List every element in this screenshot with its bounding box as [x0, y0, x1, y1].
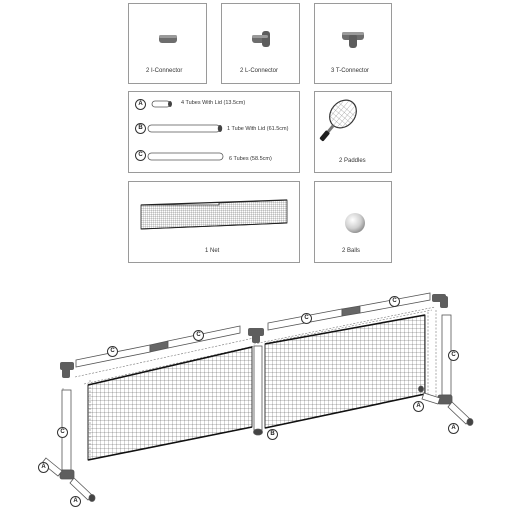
t-connector-caption: 3 T-Connector [331, 68, 369, 74]
i-connector-icon [159, 35, 177, 43]
paddles-panel: 2 Paddles [314, 91, 392, 173]
assembly-post-center [253, 345, 263, 436]
assembly-net-left [87, 346, 253, 461]
assembly-badge-c-post-left: C [57, 427, 68, 438]
assembly-badge-c-post-right: C [448, 350, 459, 361]
assembly-badge-a-left-2: A [70, 496, 81, 507]
tube-c-caption: 6 Tubes (58.5cm) [229, 156, 272, 162]
t-connector-panel: 3 T-Connector [314, 3, 392, 84]
assembly-l-connector-right [432, 294, 448, 308]
tube-b-badge: B [135, 123, 146, 134]
assembly-badge-c-right-2: C [389, 296, 400, 307]
i-connector-panel: 2 I-Connector [128, 3, 207, 84]
t-connector-icon [342, 32, 364, 48]
tube-c-badge: C [135, 150, 146, 161]
assembly-badge-c-left-1: C [107, 346, 118, 357]
tubes-panel: A B C 4 Tubes With Lid (13.5cm) 1 Tube W… [128, 91, 300, 173]
tube-a-badge: A [135, 99, 146, 110]
balls-caption: 2 Balls [342, 248, 361, 254]
tube-a-caption: 4 Tubes With Lid (13.5cm) [181, 100, 246, 106]
tubes-illustration [147, 100, 224, 161]
net-icon [140, 199, 288, 230]
ball-icon [345, 213, 365, 233]
assembly-t-connector-center [248, 328, 264, 343]
balls-panel: 2 Balls [314, 181, 392, 263]
net-panel: 1 Net [128, 181, 300, 263]
assembly-badge-c-right-1: C [301, 313, 312, 324]
paddle-icon [319, 99, 357, 142]
assembly-badge-a-left-1: A [38, 462, 49, 473]
assembly-badge-b: B [267, 429, 278, 440]
assembly-badge-a-right-2: A [448, 423, 459, 434]
assembly-net-right [264, 314, 426, 429]
l-connector-panel: 2 L-Connector [221, 3, 300, 84]
l-connector-icon [252, 31, 270, 47]
assembly-foot-right [418, 385, 474, 426]
paddles-caption: 2 Paddles [339, 158, 366, 164]
net-caption: 1 Net [205, 248, 220, 254]
assembly-badge-a-right-1: A [413, 401, 424, 412]
i-connector-caption: 2 I-Connector [146, 68, 183, 74]
assembly-l-connector-left [60, 362, 74, 378]
l-connector-caption: 2 L-Connector [240, 68, 279, 74]
assembly-badge-c-left-2: C [193, 330, 204, 341]
tube-b-caption: 1 Tube With Lid (61.5cm) [227, 126, 289, 132]
